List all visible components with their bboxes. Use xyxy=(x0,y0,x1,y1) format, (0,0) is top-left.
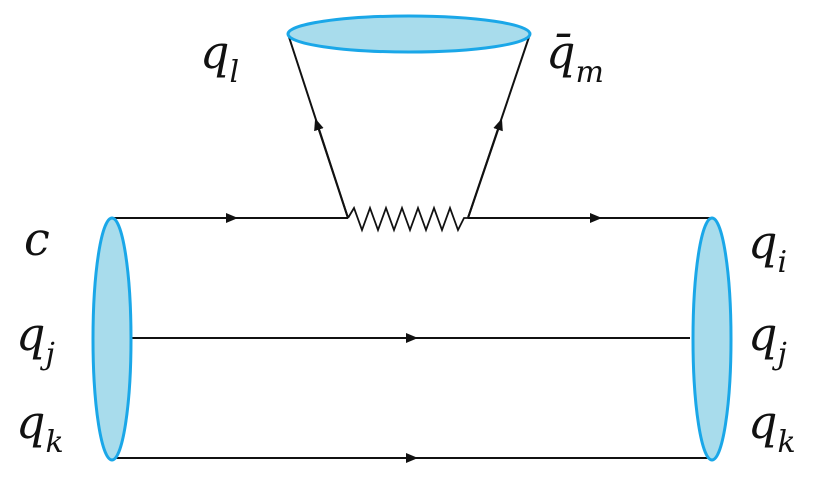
label-q-right-i: qi xyxy=(748,215,787,280)
qbar-m-quark-line-arrow xyxy=(467,118,503,219)
label-q-right-j: qj xyxy=(748,307,787,372)
quark-lines xyxy=(112,33,712,463)
particle-labels: c qj qk qi qj qk ql q̄m xyxy=(16,25,796,460)
label-q-top-l: ql xyxy=(200,25,239,90)
ql-quark-line-arrow xyxy=(314,118,349,219)
label-q-left-k: qk xyxy=(16,395,64,460)
hadron-blobs xyxy=(91,14,733,462)
label-q-right-k: qk xyxy=(748,395,796,460)
w-boson-propagator xyxy=(347,205,468,233)
final-meson-blob xyxy=(286,14,532,54)
label-c: c xyxy=(24,212,50,266)
initial-baryon-blob xyxy=(91,216,133,462)
final-baryon-blob xyxy=(691,216,733,462)
label-q-left-j: qj xyxy=(16,307,55,372)
label-qbar-top-m: q̄m xyxy=(546,25,604,90)
